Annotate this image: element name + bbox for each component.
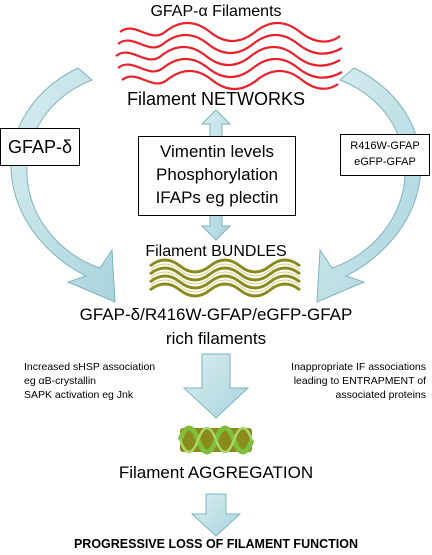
right-note-line-2: leading to ENTRAPMENT of <box>293 375 426 387</box>
final-down-arrow <box>190 493 242 537</box>
left-note-line-2: eg αB-crystallin <box>24 375 97 387</box>
aggregate-coil <box>177 425 255 455</box>
bundle-filament-3 <box>149 274 301 290</box>
bundle-filament-2 <box>149 266 301 282</box>
left-box-text: GFAP-δ <box>7 137 73 157</box>
bundle-filament-1 <box>149 258 301 274</box>
right-note-line-3: associated proteins <box>335 389 426 401</box>
aggregation-label: Filament AGGREGATION <box>118 463 314 482</box>
left-note-line-1: Increased sHSP association <box>24 361 156 373</box>
bundle-filaments <box>149 258 301 298</box>
aggregate-light-strand <box>178 426 254 454</box>
right-box-line-1: R416W-GFAP <box>350 140 420 152</box>
network-filaments <box>115 21 343 91</box>
rich-filaments-line-1: GFAP-δ/R416W-GFAP/eGFP-GFAP <box>79 305 353 324</box>
diagram-title: GFAP-α Filaments <box>150 3 282 20</box>
center-box-line-3: IFAPs eg plectin <box>155 188 279 207</box>
center-box-line-2: Phosphorylation <box>156 165 278 184</box>
bundles-label: Filament BUNDLES <box>145 243 287 260</box>
center-box-line-1: Vimentin levels <box>159 142 275 161</box>
center-box: Vimentin levels Phosphorylation IFAPs eg… <box>138 136 296 216</box>
network-filament-2 <box>117 33 343 55</box>
right-box-line-2: eGFP-GFAP <box>354 156 416 168</box>
aggregation-down-arrow <box>182 353 250 419</box>
bundle-filament-4 <box>149 282 301 298</box>
network-filament-3 <box>115 45 341 67</box>
networks-label: Filament NETWORKS <box>126 89 306 109</box>
right-box: R416W-GFAP eGFP-GFAP <box>340 134 430 176</box>
network-filament-1 <box>119 21 341 43</box>
final-label: PROGRESSIVE LOSS OF FILAMENT FUNCTION <box>73 537 359 551</box>
rich-filaments-line-2: rich filaments <box>165 329 267 348</box>
network-filament-4 <box>117 57 343 79</box>
left-note-line-3: SAPK activation eg Jnk <box>24 389 134 401</box>
right-note-line-1: Inappropriate IF associations <box>291 361 426 373</box>
left-box: GFAP-δ <box>0 128 80 166</box>
network-filament-5 <box>121 69 339 91</box>
